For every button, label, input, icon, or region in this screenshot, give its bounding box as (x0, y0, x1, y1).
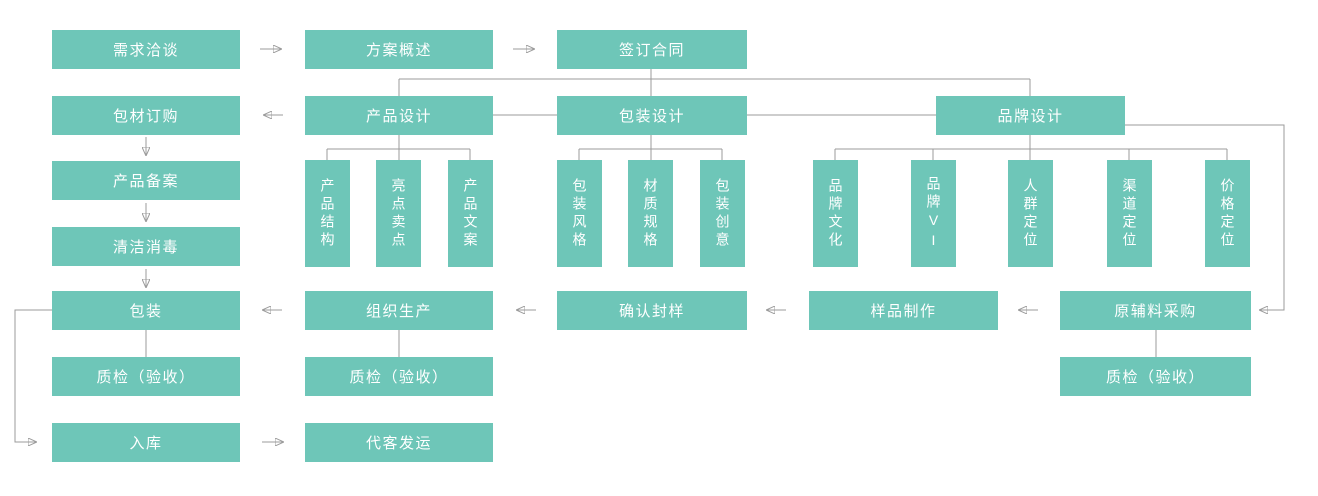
node-warehouse-in: 入库 (52, 423, 240, 462)
node-raw-material-purchase: 原辅料采购 (1060, 291, 1251, 330)
arrow-branddesign-to-rawmaterial (1125, 124, 1285, 310)
node-product-copy: 产品文案 (448, 160, 493, 267)
arrow-packing-to-warehouse (14, 309, 52, 442)
node-qc-production: 质检（验收） (305, 357, 493, 396)
node-packing: 包装 (52, 291, 240, 330)
node-packaging-design: 包装设计 (557, 96, 747, 135)
node-product-structure: 产品结构 (305, 160, 350, 267)
node-brand-vi: 品牌VI (911, 160, 956, 267)
node-brand-culture: 品牌文化 (813, 160, 858, 267)
node-price-position: 价格定位 (1205, 160, 1250, 267)
node-sample-making: 样品制作 (809, 291, 998, 330)
node-demand-talk: 需求洽谈 (52, 30, 240, 69)
node-highlight-selling: 亮点卖点 (376, 160, 421, 267)
node-material-order: 包材订购 (52, 96, 240, 135)
node-packaging-style: 包装风格 (557, 160, 602, 267)
node-material-spec: 材质规格 (628, 160, 673, 267)
connector-packagingdesign-children (578, 134, 723, 160)
node-sign-contract: 签订合同 (557, 30, 747, 69)
node-ship-for-customer: 代客发运 (305, 423, 493, 462)
connector-productdesign-children (326, 134, 471, 160)
node-brand-design: 品牌设计 (936, 96, 1125, 135)
node-confirm-sample-seal: 确认封样 (557, 291, 747, 330)
node-qc-packing: 质检（验收） (52, 357, 240, 396)
connector-contract-to-designs (398, 68, 1031, 96)
node-clean-disinfect: 清洁消毒 (52, 227, 240, 266)
node-product-record: 产品备案 (52, 161, 240, 200)
node-organize-production: 组织生产 (305, 291, 493, 330)
node-product-design: 产品设计 (305, 96, 493, 135)
node-channel-position: 渠道定位 (1107, 160, 1152, 267)
connector-branddesign-children (834, 134, 1228, 160)
node-packaging-idea: 包装创意 (700, 160, 745, 267)
node-qc-raw-material: 质检（验收） (1060, 357, 1251, 396)
node-crowd-position: 人群定位 (1008, 160, 1053, 267)
node-plan-overview: 方案概述 (305, 30, 493, 69)
